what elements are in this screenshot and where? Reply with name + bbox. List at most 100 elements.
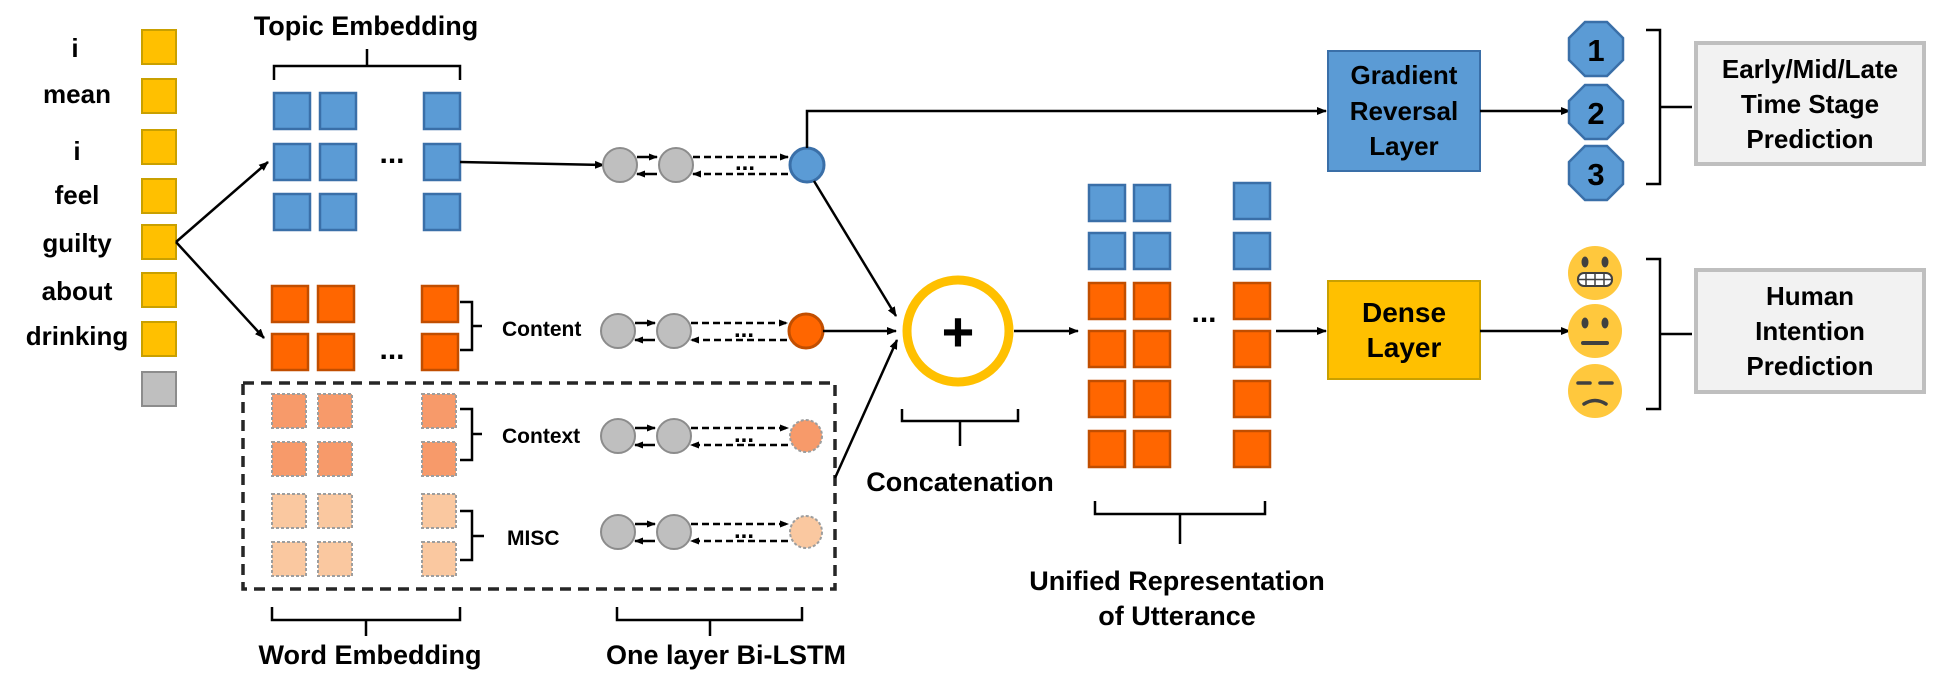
unified-content-cell — [1087, 281, 1127, 321]
topic-cell — [272, 91, 312, 131]
unified-content-cell — [1132, 281, 1172, 321]
stage-brace — [1646, 28, 1692, 186]
content-cell — [420, 332, 460, 372]
topic-cell — [318, 192, 358, 232]
pad-token-box — [141, 371, 177, 407]
stage-number: 3 — [1587, 157, 1604, 192]
lstm-cell — [656, 514, 692, 550]
content-label: Content — [502, 318, 581, 341]
misc-brace — [460, 509, 484, 562]
word-label: guilty — [42, 228, 112, 258]
content-cell — [270, 284, 310, 324]
word-token-box — [141, 129, 177, 165]
unified-topic-cell — [1087, 183, 1127, 223]
word-embedding-title: Word Embedding — [259, 640, 482, 670]
lstm-output-cell-topic — [788, 146, 826, 184]
intention-prediction-line2: Intention — [1755, 316, 1865, 346]
unified-topic-cell — [1232, 181, 1272, 221]
unified-brace — [1093, 501, 1267, 544]
concatenation-label: Concatenation — [866, 467, 1054, 497]
bilstm-title: One layer Bi-LSTM — [606, 640, 846, 670]
arrow-topic-to-concat — [812, 180, 898, 317]
lstm-output-cell-content — [787, 312, 825, 350]
stage-octagon — [1567, 144, 1625, 202]
stage-number: 1 — [1587, 33, 1604, 68]
content-cell — [316, 284, 356, 324]
bilstm-misc-row: ... — [600, 514, 823, 550]
misc-embedding-matrix — [271, 493, 457, 577]
word-label: about — [42, 276, 113, 306]
unamused-face-icon — [1568, 364, 1622, 418]
content-cell — [270, 332, 310, 372]
unified-content-cell — [1132, 429, 1172, 469]
human-intention-prediction-box — [1694, 268, 1926, 394]
time-prediction-line1: Early/Mid/Late — [1722, 54, 1898, 84]
word-label: mean — [43, 79, 111, 109]
word-label: i — [71, 33, 78, 63]
word-embedding-brace — [270, 607, 462, 636]
word-token-box — [141, 272, 177, 308]
content-cell — [316, 332, 356, 372]
topic-cell — [422, 91, 462, 131]
word-token-box — [141, 321, 177, 357]
input-words: i mean i feel guilty about drinking — [26, 33, 129, 351]
plus-icon: + — [942, 300, 975, 363]
misc-cell — [317, 493, 353, 529]
word-token-box — [141, 224, 177, 260]
word-token-box — [141, 178, 177, 214]
lstm-output-cell-misc — [789, 515, 823, 549]
arrow-context-to-concat — [833, 339, 899, 479]
context-cell — [271, 393, 307, 429]
word-token-box — [141, 29, 177, 65]
arrow-to-topic-embedding — [175, 161, 269, 243]
lstm-cell — [600, 418, 636, 454]
unified-topic-cell — [1132, 231, 1172, 271]
unified-label-line2: of Utterance — [1098, 601, 1256, 631]
unified-content-cell — [1232, 379, 1272, 419]
word-token-box — [141, 78, 177, 114]
unified-content-cell — [1132, 329, 1172, 369]
neutral-face-icon — [1568, 304, 1622, 358]
unified-content-cell — [1232, 429, 1272, 469]
word-label: drinking — [26, 321, 129, 351]
concatenation-node — [902, 275, 1014, 387]
lstm-cell — [656, 418, 692, 454]
misc-label: MISC — [507, 527, 560, 550]
misc-cell — [421, 493, 457, 529]
lstm-cell — [600, 514, 636, 550]
topic-cell — [272, 192, 312, 232]
grl-label-line2: Reversal — [1350, 96, 1458, 126]
context-embedding-matrix — [271, 393, 457, 477]
lstm-cell — [602, 147, 638, 183]
lstm-cell — [658, 147, 694, 183]
lstm-output-cell-context — [789, 419, 823, 453]
lstm-ellipsis: ... — [734, 316, 754, 343]
misc-cell — [421, 541, 457, 577]
misc-cell — [317, 541, 353, 577]
word-token-column — [141, 29, 177, 407]
bilstm-brace — [615, 607, 804, 636]
context-cell — [421, 441, 457, 477]
lstm-cell — [656, 313, 692, 349]
arrow-topic-to-lstm — [459, 160, 605, 169]
unified-content-cell — [1087, 379, 1127, 419]
grinning-face-icon — [1568, 246, 1622, 300]
lstm-ellipsis: ... — [735, 149, 755, 176]
lstm-cell — [600, 313, 636, 349]
time-prediction-line2: Time Stage — [1741, 89, 1879, 119]
gradient-reversal-layer-box — [1327, 50, 1481, 172]
bilstm-topic-row: ... — [602, 146, 826, 184]
content-cell — [420, 284, 460, 324]
lstm-ellipsis: ... — [734, 517, 754, 544]
intention-prediction-line3: Prediction — [1746, 351, 1873, 381]
unified-content-cell — [1232, 281, 1272, 321]
topic-cell — [318, 91, 358, 131]
stage-number: 2 — [1587, 96, 1604, 131]
stage-octagon — [1567, 20, 1625, 78]
grl-label-line1: Gradient — [1351, 60, 1458, 90]
context-brace — [460, 407, 482, 462]
emotion-brace — [1646, 257, 1692, 411]
unified-topic-cell — [1232, 231, 1272, 271]
grl-label-line3: Layer — [1369, 131, 1438, 161]
